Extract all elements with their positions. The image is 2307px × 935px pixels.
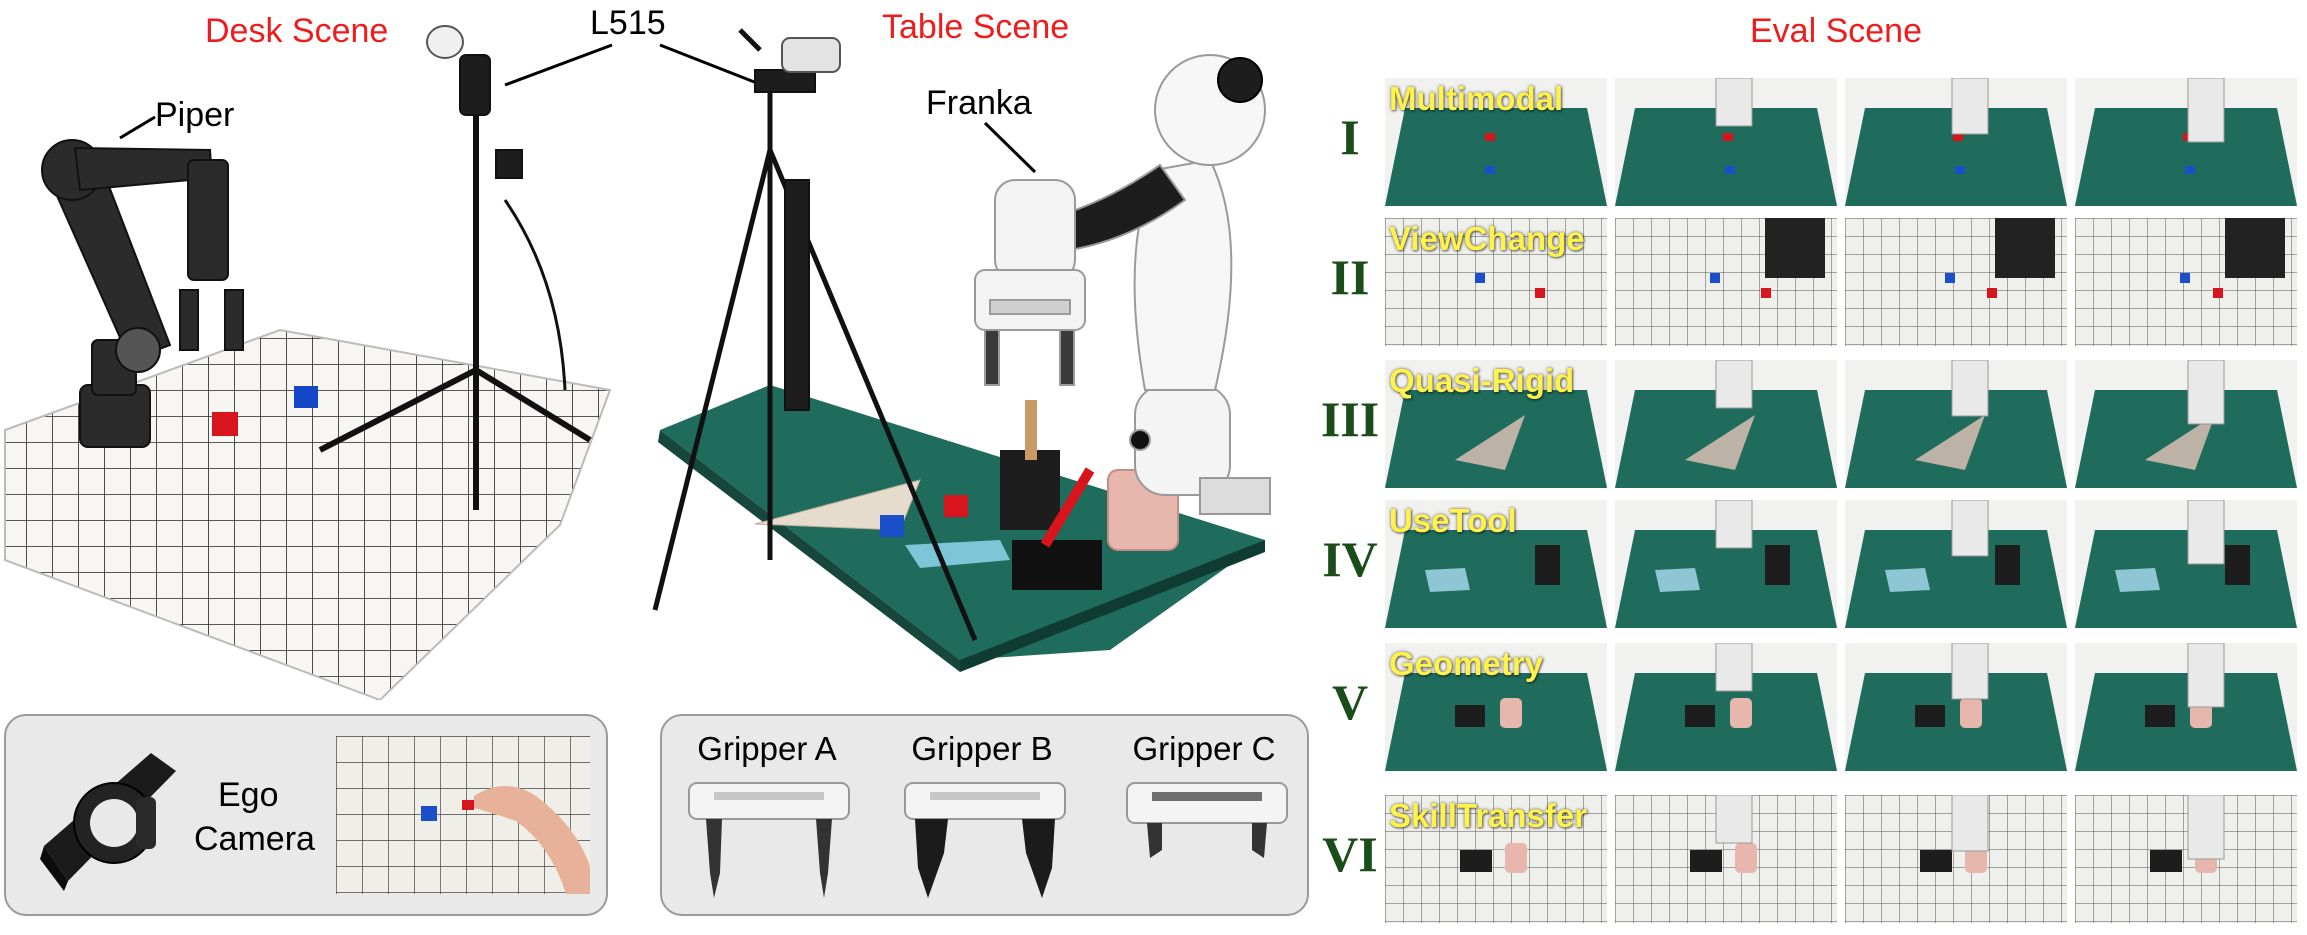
eval-cell-row1-step4: [2075, 78, 2297, 206]
eval-cell-row6-step2: [1615, 795, 1837, 923]
cloth-item: [754, 479, 921, 531]
eval-cell-row1-step1: Multimodal: [1385, 78, 1607, 206]
l515-camera-label: L515: [590, 4, 666, 42]
table-blue-cube: [880, 515, 904, 537]
eval-cell-row3-step1: Quasi-Rigid: [1385, 360, 1607, 488]
eval-cell-row4-step1: UseTool: [1385, 500, 1607, 628]
gripper-b-icon: [904, 782, 1066, 898]
eval-cell-row4-step3: [1845, 500, 2067, 628]
table-l515-camera: [781, 37, 841, 73]
ego-camera-view-image: [336, 736, 590, 894]
task-label-5: Geometry: [1389, 645, 1544, 682]
table-tripod: [652, 28, 978, 641]
eval-cell-row6-step4: [2075, 795, 2297, 923]
desk-l515-camera: [426, 25, 464, 59]
desk-table: [4, 328, 612, 700]
eval-cell-row3-step3: [1845, 360, 2067, 488]
green-table: [658, 385, 1265, 672]
desk-scene-title: Desk Scene: [205, 12, 389, 50]
eval-cell-row3-step2: [1615, 360, 1837, 488]
eval-cell-row6-step3: [1845, 795, 2067, 923]
leader-lines: [119, 43, 1037, 174]
eval-cell-row3-step4: [2075, 360, 2297, 488]
eval-cell-row4-step4: [2075, 500, 2297, 628]
blue-cube: [294, 386, 318, 408]
task-label-3: Quasi-Rigid: [1389, 362, 1575, 399]
eval-cell-row5-step2: [1615, 643, 1837, 771]
franka-arm-label: Franka: [926, 84, 1032, 122]
eval-cell-row4-step2: [1615, 500, 1837, 628]
table-scene-title: Table Scene: [882, 8, 1070, 46]
gripper-a-icon: [688, 782, 850, 898]
table-red-cube: [944, 495, 968, 517]
eval-cell-row2-step1: ViewChange: [1385, 218, 1607, 346]
brush-item: [1000, 450, 1060, 530]
task-label-4: UseTool: [1389, 502, 1517, 539]
ego-camera-mount-icon: [40, 753, 176, 891]
task-label-2: ViewChange: [1389, 220, 1585, 257]
eval-cell-row2-step3: [1845, 218, 2067, 346]
eval-cell-row5-step1: Geometry: [1385, 643, 1607, 771]
eval-scene-title: Eval Scene: [1750, 12, 1922, 50]
eval-cell-row5-step3: [1845, 643, 2067, 771]
task-label-6: SkillTransfer: [1389, 797, 1588, 834]
ego-camera-label-line2: Camera: [194, 820, 315, 858]
franka-arm: [974, 54, 1266, 496]
piper-arm: [41, 139, 244, 448]
red-cube: [212, 412, 238, 436]
row-numeral-2: II: [1330, 249, 1370, 305]
franka-base: [1199, 477, 1271, 515]
ego-camera-label-line1: Ego: [218, 776, 279, 814]
desk-camera-stand: [318, 54, 592, 510]
marker-holder-item: [1012, 540, 1102, 590]
row-numeral-5: V: [1331, 674, 1369, 730]
eval-cell-row1-step2: [1615, 78, 1837, 206]
scene-illustration: [4, 25, 1271, 700]
piper-arm-label: Piper: [155, 96, 235, 134]
row-numeral-4: IV: [1322, 531, 1378, 587]
dustpan-item: [905, 540, 1010, 568]
eval-cell-row5-step4: [2075, 643, 2297, 771]
task-label-1: Multimodal: [1389, 80, 1564, 117]
eval-cell-row1-step3: [1845, 78, 2067, 206]
gripper-c-icon: [1126, 782, 1288, 858]
gripper-c-label: Gripper C: [1132, 730, 1276, 767]
eval-cell-row2-step2: [1615, 218, 1837, 346]
gripper-panel: Gripper A Gripper B Gripper C: [660, 714, 1309, 916]
eval-cell-row6-step1: SkillTransfer: [1385, 795, 1607, 923]
eval-cell-row2-step4: [2075, 218, 2297, 346]
row-numeral-6: VI: [1322, 826, 1378, 882]
ego-camera-panel: Ego Camera: [4, 714, 608, 916]
gripper-a-label: Gripper A: [697, 730, 837, 767]
gripper-b-label: Gripper B: [911, 730, 1053, 767]
row-numeral-3: III: [1320, 391, 1380, 447]
row-numeral-1: I: [1340, 109, 1360, 165]
